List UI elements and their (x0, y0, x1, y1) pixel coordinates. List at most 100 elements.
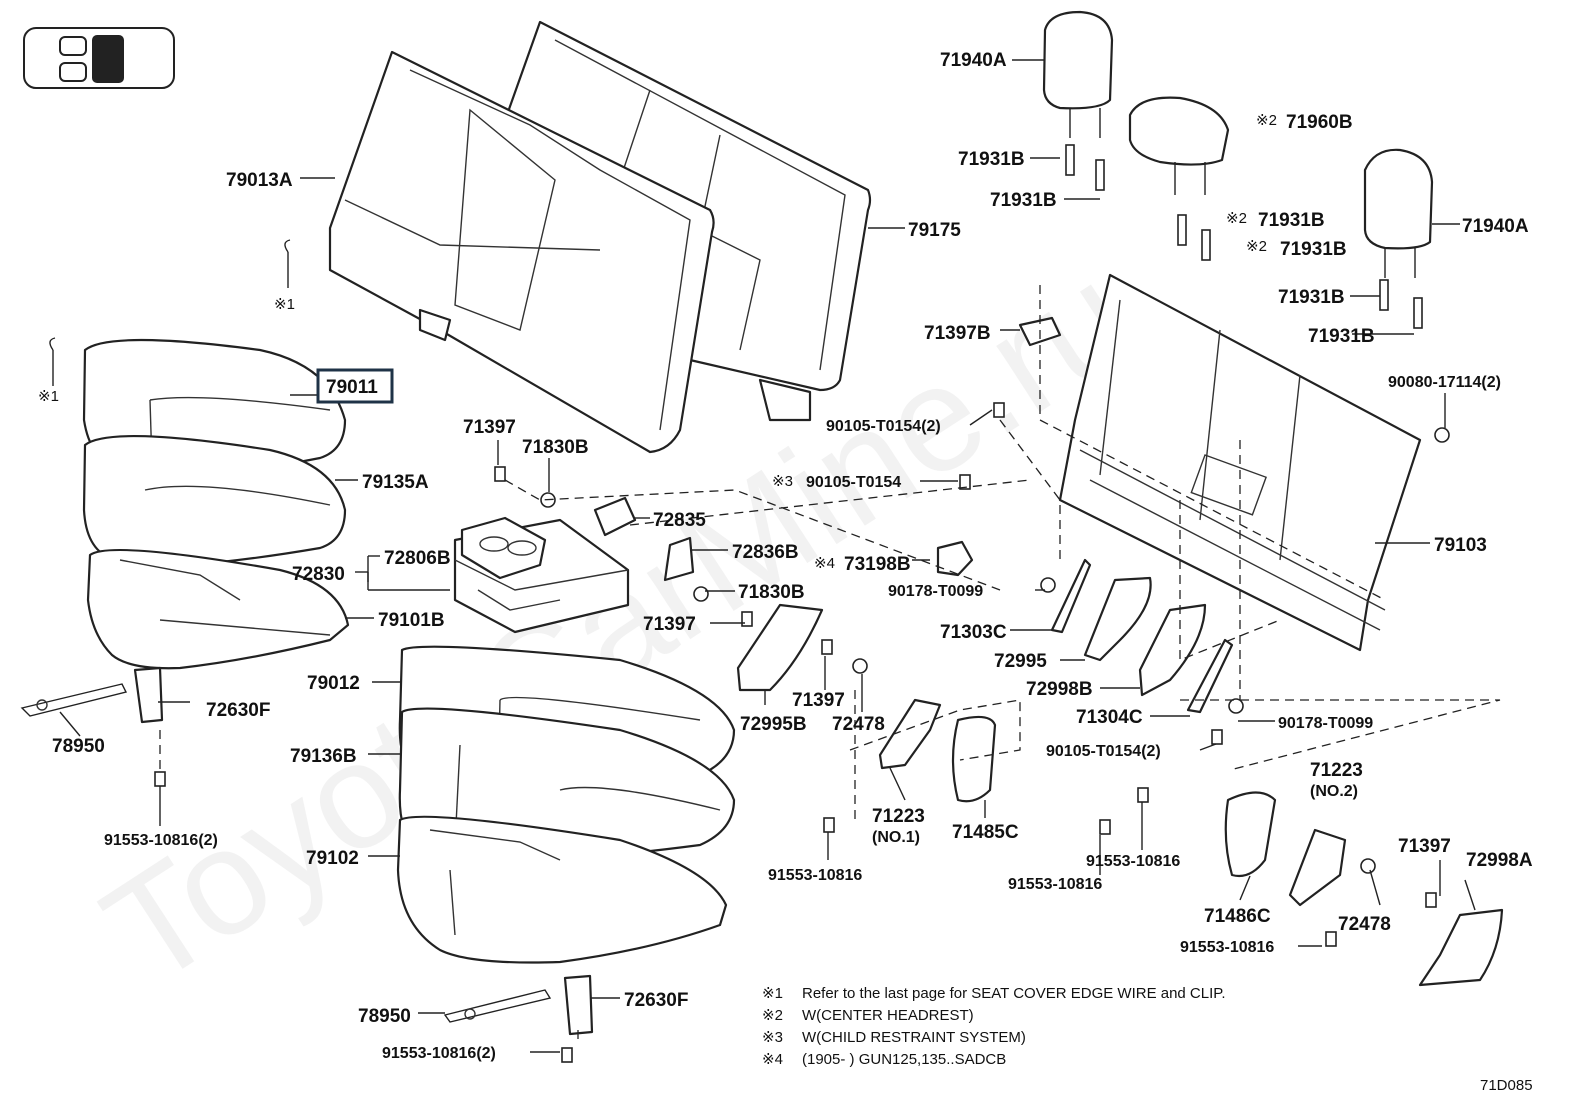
label-72995[interactable]: 72995 (994, 651, 1047, 672)
label-71960B[interactable]: 71960B (1286, 112, 1353, 133)
mark-3: ※3 (772, 473, 793, 490)
label-78950-a[interactable]: 78950 (52, 736, 105, 757)
seatback-79013A (328, 50, 715, 454)
label-71931B-b[interactable]: 71931B (990, 190, 1057, 211)
cupholder-72806B (460, 516, 547, 580)
mark-2-b: ※2 (1226, 210, 1247, 227)
bracket-71223-no2 (1288, 828, 1347, 907)
hinge-72836B (663, 536, 695, 582)
label-90080-17114-2[interactable]: 90080-17114(2) (1388, 374, 1501, 391)
headrest-71940A-right (1363, 148, 1434, 278)
label-71223-no1-sub: (NO.1) (872, 829, 920, 846)
label-79102[interactable]: 79102 (306, 848, 359, 869)
trim-71485C (951, 715, 997, 803)
label-72478-b[interactable]: 72478 (1338, 914, 1391, 935)
footnote-1-mark: ※1 (762, 985, 783, 1002)
label-71830B-a[interactable]: 71830B (522, 437, 589, 458)
bracket-72630F-a (133, 666, 164, 724)
label-91553-10816-c[interactable]: 91553-10816 (1008, 876, 1102, 893)
mark-2-c: ※2 (1246, 238, 1267, 255)
label-91553-10816-2-a[interactable]: 91553-10816(2) (104, 832, 218, 849)
label-72998B[interactable]: 72998B (1026, 679, 1093, 700)
label-71940A-a[interactable]: 71940A (940, 50, 1007, 71)
label-90105-T0154-2-c[interactable]: 90105-T0154(2) (1046, 743, 1161, 760)
footnote-2-text: W(CENTER HEADREST) (802, 1007, 974, 1024)
mark-2-a: ※2 (1256, 112, 1277, 129)
footnote-3-mark: ※3 (762, 1029, 783, 1046)
label-71397-d[interactable]: 71397 (1398, 836, 1451, 857)
label-71485C[interactable]: 71485C (952, 822, 1019, 843)
label-71931B-a[interactable]: 71931B (958, 149, 1025, 170)
label-91553-10816-2-b[interactable]: 91553-10816(2) (382, 1045, 496, 1062)
label-71304C[interactable]: 71304C (1076, 707, 1143, 728)
trim-72998A (1418, 908, 1504, 987)
label-72835[interactable]: 72835 (653, 510, 706, 531)
label-91553-10816-d[interactable]: 91553-10816 (1180, 939, 1274, 956)
bracket-71304C (1186, 638, 1234, 714)
bracket-72630F-b (563, 974, 594, 1036)
footnotes: ※1 Refer to the last page for SEAT COVER… (762, 985, 1226, 1068)
edge-clip-icon (49, 239, 291, 386)
cushion-79101B (86, 548, 350, 670)
trim-72998B (1138, 603, 1207, 697)
label-71303C[interactable]: 71303C (940, 622, 1007, 643)
label-79013A[interactable]: 79013A (226, 170, 293, 191)
label-71397B[interactable]: 71397B (924, 323, 991, 344)
label-91553-10816-b[interactable]: 91553-10816 (1086, 853, 1180, 870)
label-79012[interactable]: 79012 (307, 673, 360, 694)
label-71223-no2[interactable]: 71223 (1310, 760, 1363, 781)
label-72806B[interactable]: 72806B (384, 548, 451, 569)
label-79011[interactable]: 79011 (326, 377, 378, 398)
bracket-71223-no1 (878, 698, 942, 770)
label-90105-T0154[interactable]: 90105-T0154 (806, 474, 901, 491)
label-72630F-b[interactable]: 72630F (624, 990, 688, 1011)
footnote-4-text: (1905- ) GUN125,135..SADCB (802, 1051, 1006, 1068)
label-72995B[interactable]: 72995B (740, 714, 807, 735)
headrest-71940A-left (1042, 10, 1114, 138)
label-72630F-a[interactable]: 72630F (206, 700, 270, 721)
label-72998A[interactable]: 72998A (1466, 850, 1533, 871)
label-90105-T0154-2-a[interactable]: 90105-T0154(2) (826, 418, 941, 435)
label-72478-a[interactable]: 72478 (832, 714, 885, 735)
label-91553-10816-a[interactable]: 91553-10816 (768, 867, 862, 884)
label-71397-c[interactable]: 71397 (792, 690, 845, 711)
label-79101B[interactable]: 79101B (378, 610, 445, 631)
hinge-72835 (593, 496, 637, 537)
mark-4: ※4 (814, 555, 835, 572)
label-71931B-e[interactable]: 71931B (1278, 287, 1345, 308)
bracket-71303C (1050, 558, 1092, 634)
label-90178-T0099-b[interactable]: 90178-T0099 (1278, 715, 1373, 732)
diagram-code: 71D085 (1480, 1077, 1533, 1094)
label-72830[interactable]: 72830 (292, 564, 345, 585)
assembly-lines (159, 285, 1501, 1045)
label-71223-no2-sub: (NO.2) (1310, 783, 1358, 800)
footnote-4-mark: ※4 (762, 1051, 783, 1068)
label-71931B-c[interactable]: 71931B (1258, 210, 1325, 231)
label-71486C[interactable]: 71486C (1204, 906, 1271, 927)
label-71931B-d[interactable]: 71931B (1280, 239, 1347, 260)
label-79136B[interactable]: 79136B (290, 746, 357, 767)
seat-position-icon (23, 27, 175, 89)
label-71931B-f[interactable]: 71931B (1308, 326, 1375, 347)
label-71830B-b[interactable]: 71830B (738, 582, 805, 603)
label-79135A[interactable]: 79135A (362, 472, 429, 493)
label-73198B[interactable]: 73198B (844, 554, 911, 575)
trim-72995B (736, 603, 824, 692)
label-71397-b[interactable]: 71397 (643, 614, 696, 635)
label-71223-no1[interactable]: 71223 (872, 806, 925, 827)
label-71940A-b[interactable]: 71940A (1462, 216, 1529, 237)
label-78950-b[interactable]: 78950 (358, 1006, 411, 1027)
mark-1-a: ※1 (274, 296, 295, 313)
cushion-79102 (396, 815, 728, 964)
trim-71486C (1224, 791, 1277, 878)
label-72836B[interactable]: 72836B (732, 542, 799, 563)
highlight-box-79011 (316, 368, 394, 404)
label-79103[interactable]: 79103 (1434, 535, 1487, 556)
headrest-71960B-center (1128, 96, 1230, 195)
cover-73198B (936, 540, 974, 577)
hook-78950-b (443, 989, 552, 1023)
label-71397-a[interactable]: 71397 (463, 417, 516, 438)
label-90178-T0099-a[interactable]: 90178-T0099 (888, 583, 983, 600)
label-79175[interactable]: 79175 (908, 220, 961, 241)
